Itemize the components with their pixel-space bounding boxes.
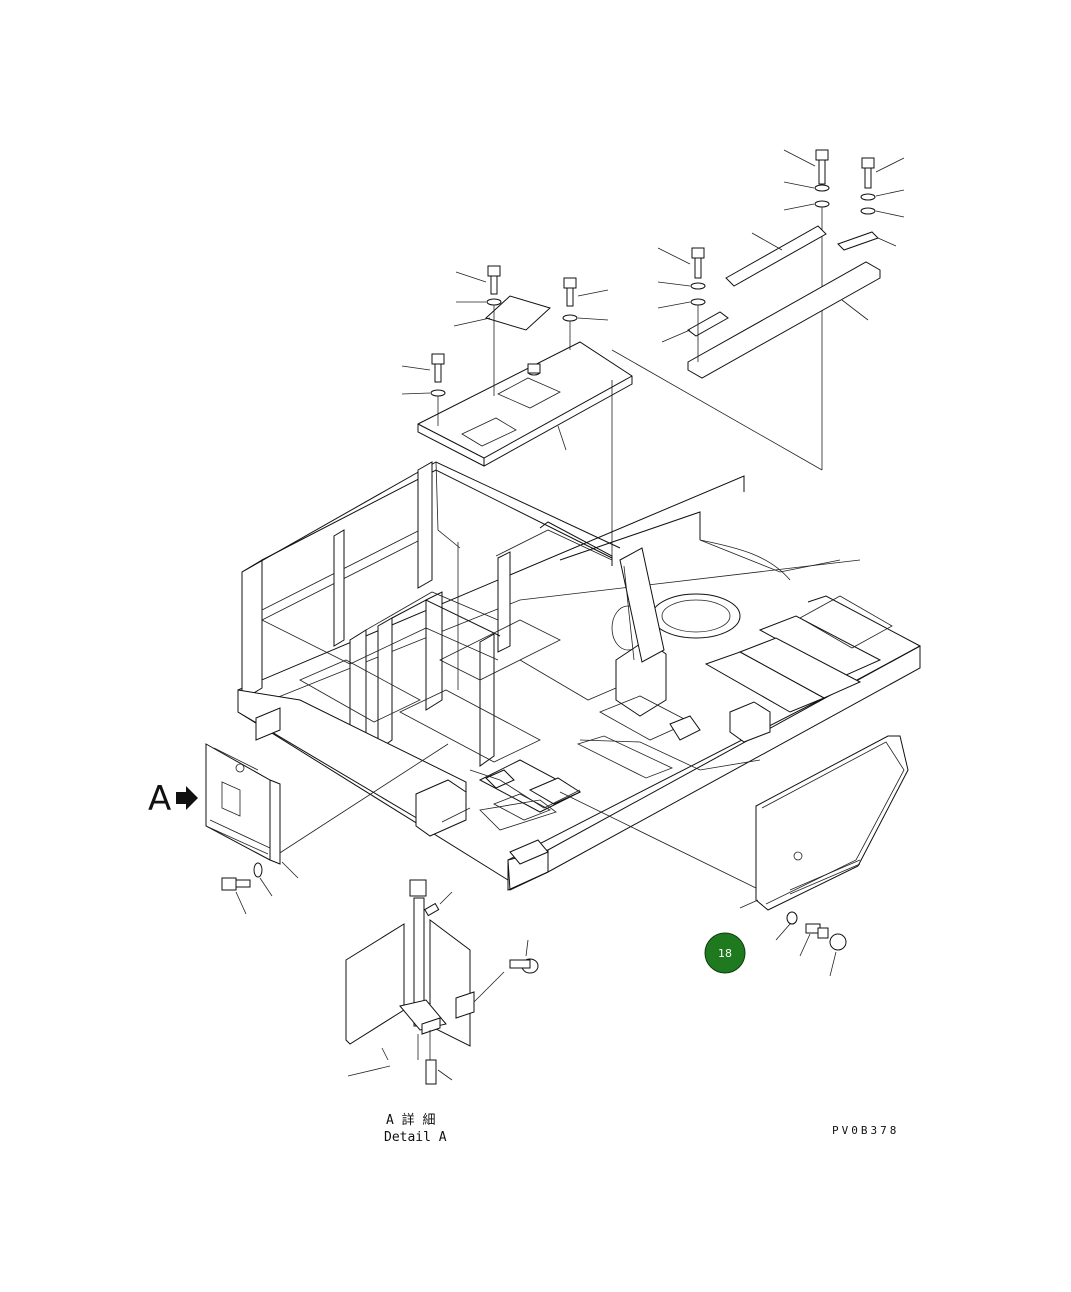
- detail-a-view: A 詳 細 Detail A: [345, 879, 539, 1145]
- washer-icon: [775, 911, 798, 941]
- washer-icon: [860, 189, 905, 201]
- callout-circle[interactable]: [704, 932, 746, 974]
- detail-label-jp: A 詳 細: [386, 1112, 435, 1128]
- bolt-icon: [861, 157, 905, 189]
- bolt-icon: [401, 353, 445, 383]
- view-a-marker: A: [148, 779, 198, 819]
- bolt-icon: [799, 923, 829, 957]
- cap-icon: [829, 933, 847, 977]
- washer-icon: [562, 314, 609, 322]
- detail-label-en: Detail A: [384, 1130, 447, 1145]
- left-access-door: [205, 743, 281, 865]
- callout-number[interactable]: 18: [718, 947, 732, 960]
- bolt-icon: [783, 149, 829, 185]
- bolt-icon: [221, 877, 251, 915]
- washer-icon: [860, 207, 905, 218]
- top-cover-plate: [401, 265, 633, 565]
- washer-icon: [783, 181, 830, 192]
- right-side-panel: [739, 735, 909, 911]
- drawing-code: PV0B378: [832, 1124, 899, 1137]
- washer-icon: [456, 298, 502, 306]
- callout-18[interactable]: 18: [704, 932, 746, 974]
- main-frame: [237, 461, 921, 891]
- view-label: A: [148, 779, 171, 819]
- bolt-icon: [657, 247, 705, 279]
- bolt-icon: [563, 277, 609, 307]
- washer-icon: [783, 200, 830, 211]
- arrow-right-icon: [176, 786, 198, 810]
- washer-icon: [401, 389, 446, 397]
- washer-icon: [253, 862, 273, 897]
- bolt-icon: [455, 265, 501, 295]
- top-right-hardware: [611, 149, 905, 471]
- washer-icon: [657, 281, 706, 290]
